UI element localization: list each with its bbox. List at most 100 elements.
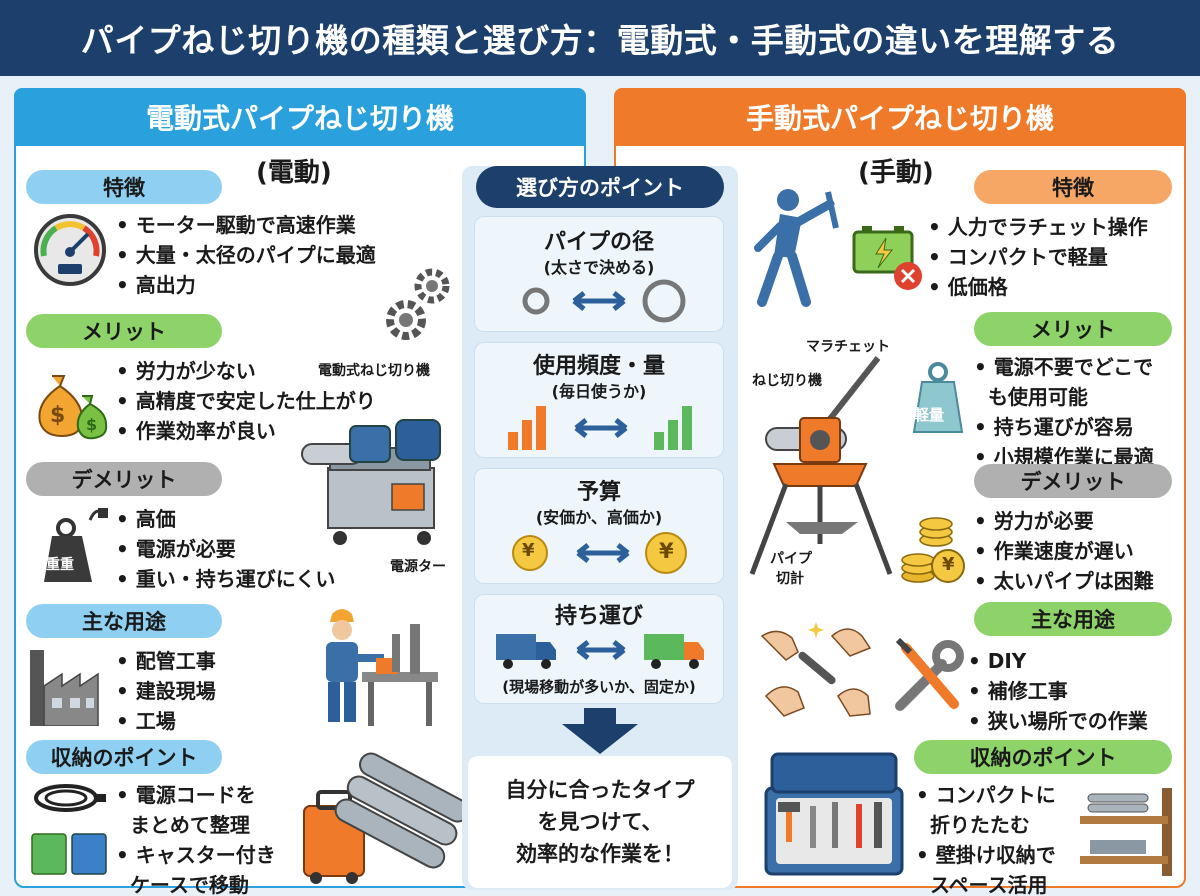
electric-merits-label: メリット bbox=[26, 314, 222, 348]
money-bag-icon: $ $ bbox=[38, 375, 108, 440]
list-item: DIY bbox=[968, 646, 1148, 676]
heavy-weight-icon bbox=[44, 508, 108, 582]
list-item: スペース活用 bbox=[929, 873, 1048, 896]
person-operating-icon bbox=[754, 189, 839, 307]
list-item: 人力でラチェット操作 bbox=[928, 212, 1148, 242]
heavy-weight-tag: 重重 bbox=[46, 557, 74, 573]
list-item: 高出力 bbox=[116, 270, 376, 300]
manual-header: 手動式パイプねじ切り機 bbox=[614, 88, 1186, 146]
electric-header: 電動式パイプねじ切り機 bbox=[14, 88, 586, 146]
light-weight-icon bbox=[912, 362, 964, 433]
hands-tools-icon bbox=[760, 622, 872, 717]
title-bar bbox=[0, 0, 1200, 76]
list-item: 電源不要でどこで bbox=[974, 352, 1154, 382]
cord-and-bins-icon bbox=[31, 784, 107, 875]
list-item: 折りたたむ bbox=[929, 813, 1030, 837]
wrench-screwdriver-icon bbox=[895, 637, 964, 711]
list-item: キャスター付き bbox=[116, 840, 276, 870]
svg-text:$: $ bbox=[50, 403, 65, 428]
pipes-and-case-icon bbox=[303, 752, 462, 884]
manual-storage-list: コンパクトに 折りたたむ 壁掛け収納で スペース活用 bbox=[916, 780, 1056, 896]
conclusion-line: 効率的な作業を！ bbox=[516, 842, 684, 866]
list-item: 持ち運びが容易 bbox=[974, 412, 1154, 442]
gears-icon bbox=[386, 268, 450, 340]
worker-at-machine-icon bbox=[326, 609, 438, 726]
list-item: 電源が必要 bbox=[116, 534, 335, 564]
manual-sub-label: (手動) bbox=[858, 158, 934, 188]
manual-features-label: 特徴 bbox=[974, 170, 1172, 204]
manual-storage-label: 収納のポイント bbox=[914, 740, 1172, 774]
electric-demerits-list: 高価 電源が必要 重い・持ち運びにくい bbox=[116, 504, 336, 594]
list-item: 労力が少ない bbox=[116, 356, 376, 386]
coins-icon bbox=[901, 517, 965, 583]
list-item: ケースで移動 bbox=[129, 873, 249, 896]
card-title: パイプの径 bbox=[543, 230, 654, 255]
card-title: 予算 bbox=[576, 480, 621, 505]
list-item: 作業速度が遅い bbox=[974, 536, 1154, 566]
battery-no-power-icon bbox=[852, 226, 922, 290]
wall-shelf-icon bbox=[1080, 788, 1172, 876]
card-subtitle: (毎日使うか) bbox=[551, 382, 647, 401]
electric-demerits-label: デメリット bbox=[26, 462, 222, 496]
toolbox-icon bbox=[764, 752, 904, 876]
electric-threader-machine-icon bbox=[301, 419, 441, 545]
electric-uses-label: 主な用途 bbox=[26, 604, 222, 638]
machine-callout: 電動式ねじ切り機 bbox=[318, 363, 430, 379]
light-weight-tag: 軽量 bbox=[914, 406, 945, 424]
card-title: 持ち運び bbox=[554, 604, 643, 629]
list-item: 太いパイプは困難 bbox=[974, 566, 1154, 596]
speedometer-icon bbox=[34, 214, 106, 286]
power-callout: 電源ター bbox=[390, 559, 446, 575]
list-item: 工場 bbox=[116, 706, 216, 736]
factory-icon bbox=[30, 650, 99, 726]
conclusion-line: 自分に合ったタイプ bbox=[505, 778, 695, 802]
list-item: 低価格 bbox=[928, 272, 1148, 302]
electric-sub-label: (電動) bbox=[256, 158, 332, 188]
card-subtitle: (現場移動が多いか、固定か) bbox=[502, 678, 696, 696]
truck-compare-icon bbox=[496, 634, 704, 669]
down-arrow-icon bbox=[562, 708, 638, 754]
list-item: 建設現場 bbox=[116, 676, 216, 706]
manual-uses-label: 主な用途 bbox=[974, 602, 1172, 636]
manual-features-list: 人力でラチェット操作 コンパクトで軽量 低価格 bbox=[928, 212, 1148, 302]
pipe-diameter-card bbox=[474, 216, 724, 332]
page-title: パイプねじ切り機の種類と選び方：電動式・手動式の違いを理解する bbox=[80, 21, 1120, 60]
list-item: 配管工事 bbox=[116, 646, 216, 676]
conclusion-box: 自分に合ったタイプ を見つけて、 効率的な作業を！ bbox=[468, 756, 732, 888]
list-item: 補修工事 bbox=[968, 676, 1148, 706]
budget-compare-icon bbox=[512, 532, 687, 574]
manual-demerits-list: 労力が必要 作業速度が遅い 太いパイプは困難 bbox=[974, 506, 1154, 596]
list-item: コンパクトで軽量 bbox=[928, 242, 1148, 272]
pipe-diameter-compare-icon bbox=[522, 279, 686, 323]
yen-symbol-large: ¥ bbox=[659, 539, 674, 563]
manual-merits-list: 電源不要でどこで も使用可能 持ち運びが容易 小規模作業に最適 bbox=[974, 352, 1154, 472]
list-item: 狭い場所での作業 bbox=[968, 706, 1148, 736]
list-item: 大量・太径のパイプに最適 bbox=[116, 240, 376, 270]
card-title: 使用頻度・量 bbox=[532, 354, 665, 379]
list-item: も使用可能 bbox=[987, 385, 1088, 409]
electric-merits-list: 労力が少ない 高精度で安定した仕上がり 作業効率が良い bbox=[116, 356, 376, 446]
list-item: 高価 bbox=[116, 504, 335, 534]
manual-uses-list: DIY 補修工事 狭い場所での作業 bbox=[968, 646, 1148, 736]
list-item: 重い・持ち運びにくい bbox=[116, 564, 336, 594]
svg-text:$: $ bbox=[86, 415, 97, 434]
usage-frequency-bars-icon bbox=[508, 406, 692, 450]
list-item: 壁掛け収納で bbox=[916, 840, 1056, 870]
list-item: 労力が必要 bbox=[974, 506, 1154, 536]
yen-symbol-coin: ¥ bbox=[942, 554, 955, 575]
electric-storage-label: 収納のポイント bbox=[26, 740, 222, 774]
conclusion-line: を見つけて、 bbox=[537, 810, 663, 834]
stand-callout-line2: 切計 bbox=[776, 571, 804, 587]
electric-storage-list: 電源コードを まとめて整理 キャスター付き ケースで移動 bbox=[116, 780, 276, 896]
ratchet-callout: マラチェット bbox=[806, 339, 890, 355]
threader-callout: ねじ切り機 bbox=[752, 373, 822, 389]
electric-features-list: モーター駆動で高速作業 大量・太径のパイプに最適 高出力 bbox=[116, 210, 376, 300]
card-subtitle: (安価か、高価か) bbox=[535, 508, 663, 527]
list-item: コンパクトに bbox=[916, 780, 1056, 810]
electric-uses-list: 配管工事 建設現場 工場 bbox=[116, 646, 216, 736]
card-subtitle: (太さで決める) bbox=[543, 258, 655, 277]
list-item: 電源コードを bbox=[116, 780, 276, 810]
manual-demerits-label: デメリット bbox=[974, 464, 1172, 498]
list-item: 作業効率が良い bbox=[116, 416, 376, 446]
manual-threader-stand-icon bbox=[749, 356, 893, 575]
